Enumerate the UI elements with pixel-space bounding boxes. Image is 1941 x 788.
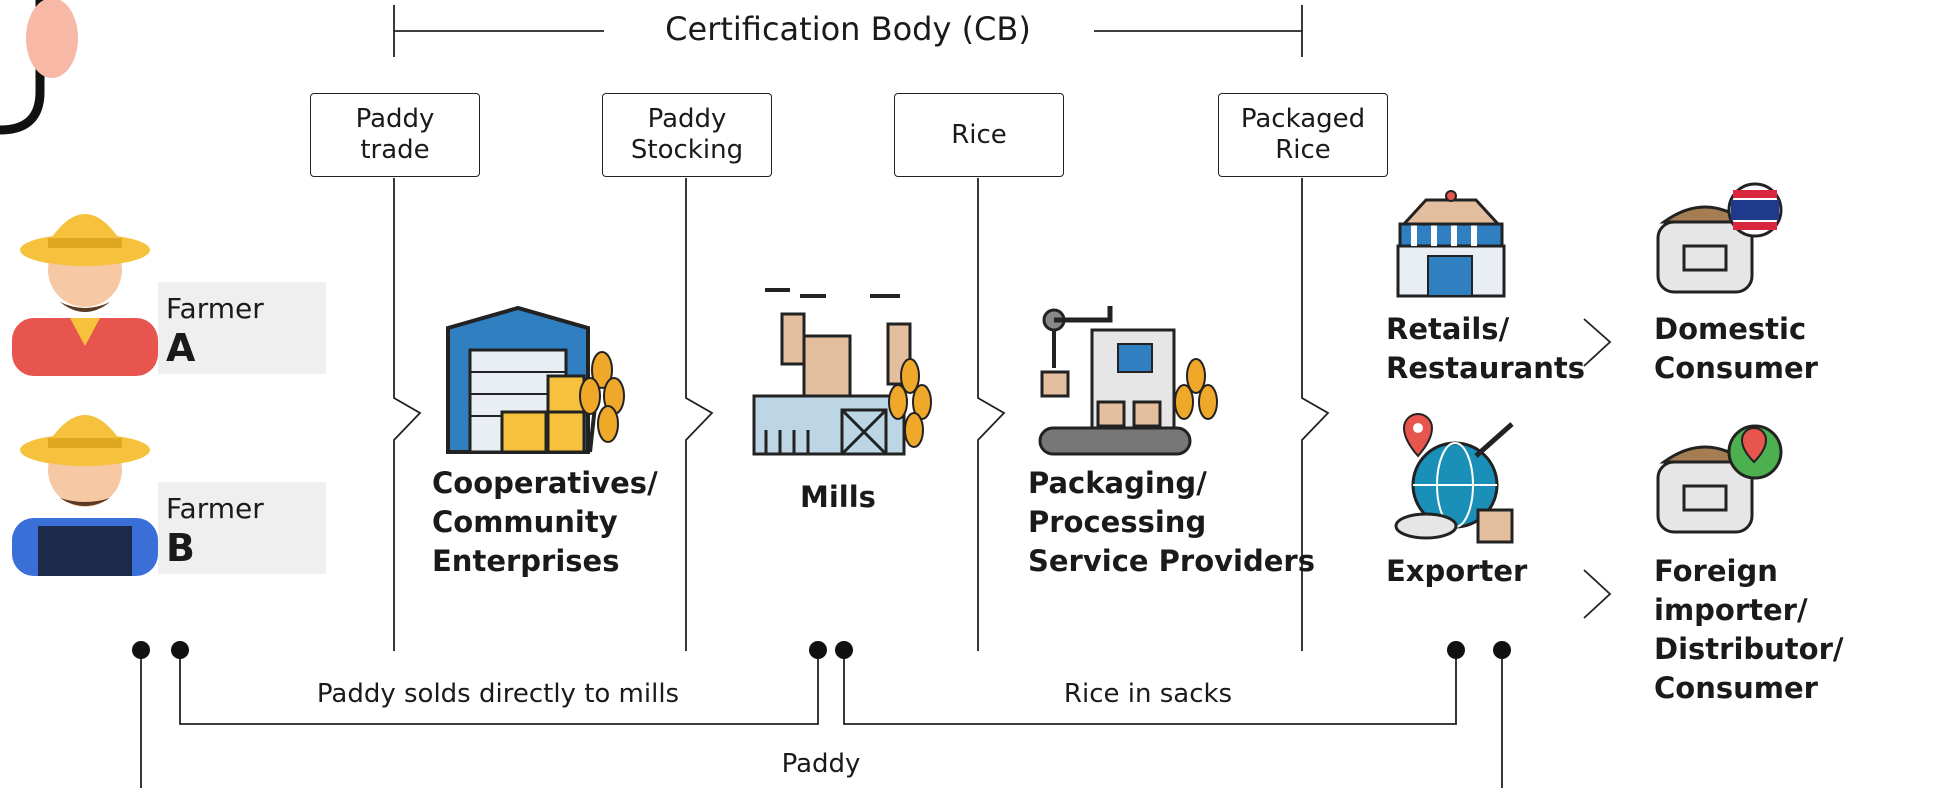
farmer-a-icon (12, 214, 158, 376)
exporter-label: Exporter (1386, 554, 1528, 588)
mill-factory-icon (752, 288, 932, 456)
packaging-machine-icon (1038, 306, 1218, 456)
retails-label: Retails/ Restaurants (1386, 312, 1585, 385)
stage-paddy-trade: Paddy trade (310, 93, 480, 177)
dot-mills-out (835, 641, 853, 659)
dot-export (1493, 641, 1511, 659)
certification-body-title: Certification Body (CB) (665, 10, 1031, 48)
foreign-consumer-label: Foreign importer/ Distributor/ Consumer (1654, 554, 1844, 705)
flow-label-paddy: Paddy (781, 749, 861, 779)
farmer-b-word: Farmer (166, 492, 264, 525)
farmer-b-letter: B (166, 526, 195, 570)
flow-label-paddy-to-mills: Paddy solds directly to mills (316, 679, 680, 709)
corner-hand-icon (0, 0, 78, 135)
farmer-a-word: Farmer (166, 292, 264, 325)
farmer-b-icon (12, 415, 158, 576)
rice-cooker-icon (1656, 424, 1783, 534)
shop-icon (1396, 190, 1506, 298)
dot-mills-in (809, 641, 827, 659)
stage-lines (393, 178, 1612, 651)
rice-cooker-icon (1656, 182, 1783, 294)
farmer-a-letter: A (166, 326, 196, 370)
stage-paddy-stocking: Paddy Stocking (602, 93, 772, 177)
farmer-b-tag (158, 482, 326, 574)
certification-bracket (393, 5, 1303, 57)
farmer-a-tag (158, 282, 326, 374)
packaging-label: Packaging/ Processing Service Providers (1028, 466, 1315, 578)
warehouse-icon (446, 305, 625, 454)
dot-retail (1447, 641, 1465, 659)
dot-farmer-a (132, 641, 150, 659)
globe-export-icon (1394, 413, 1514, 544)
cooperatives-label: Cooperatives/ Community Enterprises (432, 466, 658, 578)
stage-packaged-rice: Packaged Rice (1218, 93, 1388, 177)
flow-label-rice-in-sacks: Rice in sacks (1063, 679, 1233, 709)
stage-rice: Rice (894, 93, 1064, 177)
flow-dots (132, 641, 1511, 659)
flow-connectors (140, 650, 1503, 788)
dot-farmer-b (171, 641, 189, 659)
mills-label: Mills (800, 480, 876, 514)
domestic-consumer-label: Domestic Consumer (1654, 312, 1818, 385)
